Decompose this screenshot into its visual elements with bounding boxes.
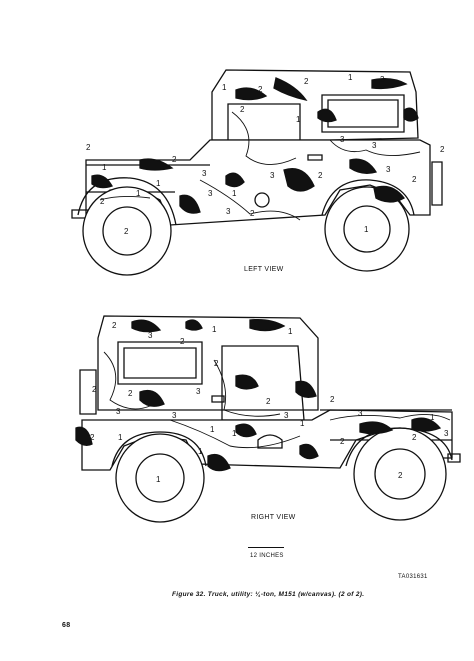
zone-marker: 1: [212, 325, 217, 334]
zone-marker: 3: [208, 189, 213, 198]
zone-marker: 2: [100, 197, 105, 206]
zone-marker: 1: [348, 73, 353, 82]
zone-marker: 2: [214, 359, 219, 368]
zone-marker: 2: [250, 209, 255, 218]
zone-marker: 3: [380, 75, 385, 84]
left-view-vehicle: [71, 69, 443, 276]
zone-marker: 3: [226, 207, 231, 216]
page-number: 68: [62, 622, 71, 629]
zone-marker: 3: [444, 429, 449, 438]
right-view-zone-markers: 2 1 3 2 1 2 3 1 3 2 1 2 3 1 1 2 3 2 1 2 …: [90, 321, 449, 484]
zone-marker: 3: [358, 409, 363, 418]
zone-marker: 3: [196, 387, 201, 396]
zone-marker: 3: [172, 411, 177, 420]
zone-marker: 1: [232, 189, 237, 198]
zone-marker: 2: [330, 395, 335, 404]
zone-marker: 2: [172, 155, 177, 164]
zone-marker: 3: [116, 407, 121, 416]
zone-marker: 1: [136, 189, 141, 198]
zone-marker: 3: [284, 411, 289, 420]
scale-label: 12 INCHES: [250, 553, 284, 559]
zone-marker: 2: [112, 321, 117, 330]
zone-marker: 2: [266, 397, 271, 406]
zone-marker: 3: [340, 135, 345, 144]
zone-marker: 3: [202, 169, 207, 178]
zone-marker: 2: [440, 145, 445, 154]
zone-marker: 3: [148, 331, 153, 340]
zone-marker: 3: [270, 171, 275, 180]
zone-marker: 2: [124, 227, 129, 236]
zone-marker: 1: [232, 429, 237, 438]
zone-marker: 2: [340, 437, 345, 446]
zone-marker: 1: [210, 425, 215, 434]
zone-marker: 1: [288, 327, 293, 336]
zone-marker: 2: [398, 471, 403, 480]
zone-marker: 2: [90, 433, 95, 442]
zone-marker: 3: [372, 141, 377, 150]
zone-marker: 1: [296, 115, 301, 124]
zone-marker: 2: [304, 77, 309, 86]
zone-marker: 1: [364, 225, 369, 234]
reference-code: TA031631: [398, 574, 428, 580]
figure-caption: Figure 32. Truck, utility: ¼-ton, M151 (…: [172, 591, 365, 598]
zone-marker: 2: [92, 385, 97, 394]
left-view-zone-markers: 2 1 3 2 1 2 3 1 3 1 2 3 2 1 2 3 1 2 3 1 …: [86, 73, 445, 236]
zone-marker: 1: [156, 179, 161, 188]
zone-marker: 2: [412, 433, 417, 442]
zone-marker: 2: [258, 85, 263, 94]
zone-marker: 1: [102, 163, 107, 172]
zone-marker: 1: [250, 381, 255, 390]
zone-marker: 2: [412, 175, 417, 184]
zone-marker: 3: [386, 165, 391, 174]
zone-marker: 2: [240, 105, 245, 114]
scale-bar: [248, 547, 284, 548]
right-view-vehicle: [75, 315, 461, 523]
zone-marker: 1: [118, 433, 123, 442]
zone-marker: 1: [430, 413, 435, 422]
zone-marker: 1: [198, 447, 203, 456]
zone-marker: 2: [86, 143, 91, 152]
zone-marker: 2: [318, 171, 323, 180]
zone-marker: 2: [128, 389, 133, 398]
left-view-label: LEFT VIEW: [244, 266, 284, 273]
zone-marker: 2: [180, 337, 185, 346]
right-view-label: RIGHT VIEW: [251, 514, 296, 521]
zone-marker: 1: [156, 475, 161, 484]
zone-marker: 1: [404, 113, 409, 122]
zone-marker: 1: [300, 419, 305, 428]
zone-marker: 1: [222, 83, 227, 92]
